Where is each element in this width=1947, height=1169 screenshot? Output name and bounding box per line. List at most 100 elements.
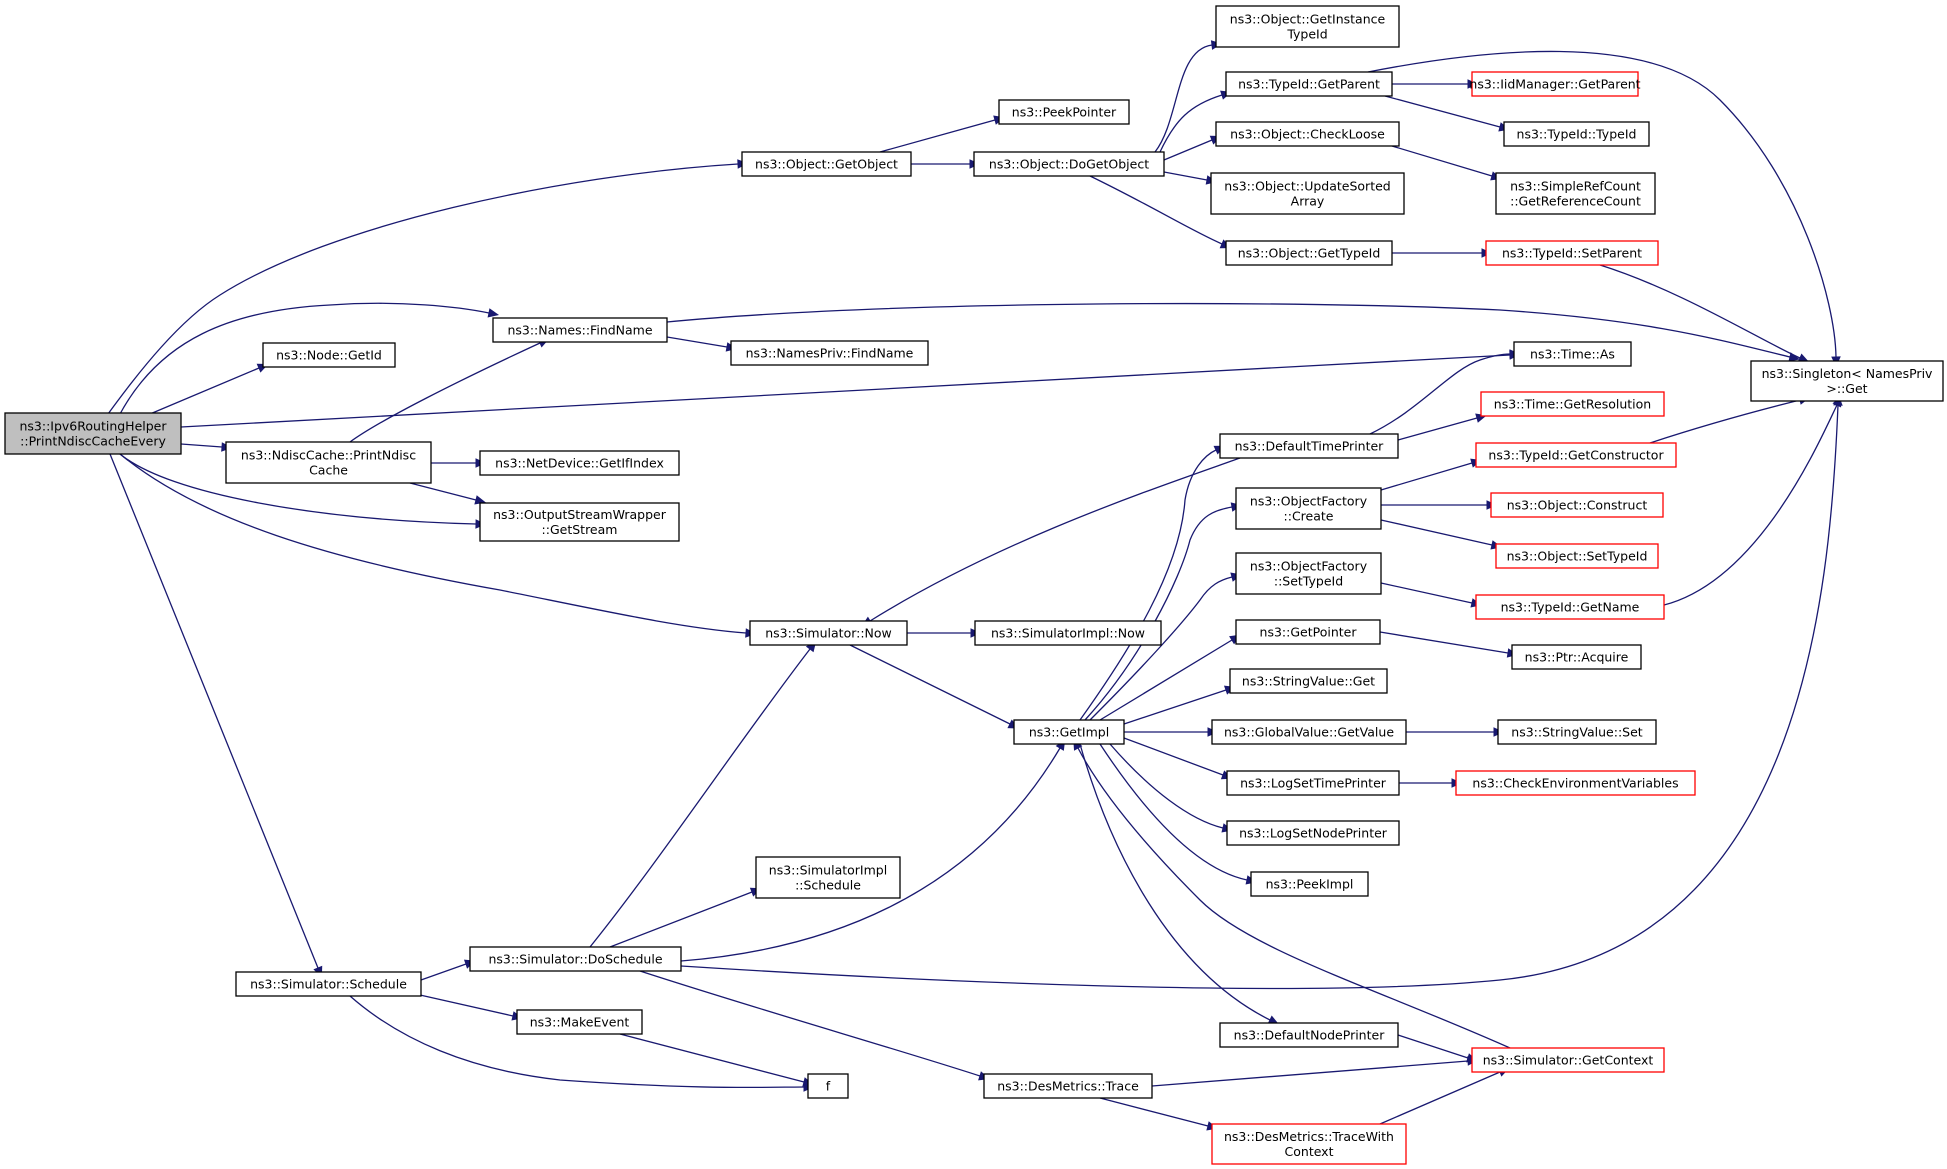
node-object-settypeid[interactable]: ns3::Object::SetTypeId bbox=[1495, 543, 1659, 569]
node-defaulttimeprinter[interactable]: ns3::DefaultTimePrinter bbox=[1219, 433, 1399, 459]
edge-ndisccache_print-to-outputstream_getstream bbox=[409, 482, 486, 505]
node-defaultnodeprinter[interactable]: ns3::DefaultNodePrinter bbox=[1219, 1022, 1399, 1048]
node-simulator-now[interactable]: ns3::Simulator::Now bbox=[749, 620, 908, 646]
node-object-construct[interactable]: ns3::Object::Construct bbox=[1490, 492, 1664, 518]
node-getpointer[interactable]: ns3::GetPointer bbox=[1235, 619, 1381, 645]
node-label-line: ns3::DefaultTimePrinter bbox=[1235, 439, 1385, 454]
edge-line bbox=[1109, 743, 1224, 829]
node-label-line: ns3::TypeId::GetName bbox=[1501, 600, 1640, 615]
edge-line bbox=[1099, 1097, 1209, 1127]
node-label-line: ns3::DefaultNodePrinter bbox=[1234, 1028, 1386, 1043]
node-makeevent[interactable]: ns3::MakeEvent bbox=[516, 1009, 643, 1035]
node-globalvalue-getvalue[interactable]: ns3::GlobalValue::GetValue bbox=[1211, 719, 1407, 745]
node-label-line: ns3::StringValue::Get bbox=[1242, 674, 1375, 689]
node-checkloose[interactable]: ns3::Object::CheckLoose bbox=[1215, 121, 1400, 147]
node-typeid-getname[interactable]: ns3::TypeId::GetName bbox=[1475, 594, 1665, 620]
node-object-gettypeid[interactable]: ns3::Object::GetTypeId bbox=[1225, 240, 1393, 266]
node-box bbox=[1497, 719, 1657, 745]
node-box bbox=[1511, 644, 1642, 670]
edge-root-to-simulator_schedule bbox=[109, 453, 323, 978]
node-label-line: ::SetTypeId bbox=[1274, 574, 1343, 589]
node-box bbox=[1225, 71, 1393, 97]
node-f[interactable]: f bbox=[807, 1073, 849, 1099]
node-ndisccache-print[interactable]: ns3::NdiscCache::PrintNdiscCache bbox=[225, 441, 432, 484]
node-box bbox=[1495, 172, 1656, 215]
node-iidmanager-getparent[interactable]: ns3::IidManager::GetParent bbox=[1469, 71, 1641, 97]
node-box bbox=[492, 317, 668, 343]
node-box bbox=[1490, 492, 1664, 518]
edge-line bbox=[1079, 449, 1217, 721]
edge-line bbox=[589, 648, 811, 948]
edge-line bbox=[107, 163, 739, 415]
node-names-findname[interactable]: ns3::Names::FindName bbox=[492, 317, 668, 343]
edge-line bbox=[1089, 576, 1233, 721]
node-label-line: ns3::DesMetrics::TraceWith bbox=[1224, 1129, 1394, 1144]
node-label-line: Cache bbox=[309, 463, 348, 478]
node-namespriv-findname[interactable]: ns3::NamesPriv::FindName bbox=[730, 340, 929, 366]
node-box bbox=[1226, 820, 1400, 846]
node-box bbox=[1226, 770, 1400, 796]
edge-root-to-getobject bbox=[107, 159, 749, 415]
node-ptr-acquire[interactable]: ns3::Ptr::Acquire bbox=[1511, 644, 1642, 670]
edge-simulator_doschedule-to-desmetrics_trace bbox=[639, 970, 990, 1081]
node-root[interactable]: ns3::Ipv6RoutingHelper::PrintNdiscCacheE… bbox=[4, 412, 182, 455]
node-desmetrics-trace[interactable]: ns3::DesMetrics::Trace bbox=[983, 1073, 1153, 1099]
node-box bbox=[1471, 71, 1639, 97]
node-checkenvvars[interactable]: ns3::CheckEnvironmentVariables bbox=[1455, 770, 1696, 796]
node-typeid-typeid[interactable]: ns3::TypeId::TypeId bbox=[1503, 121, 1650, 147]
node-netdevice-getifindex[interactable]: ns3::NetDevice::GetIfIndex bbox=[479, 450, 680, 476]
edge-typeid_getparent-to-typeid_typeid bbox=[1384, 95, 1510, 132]
node-label-line: ns3::GetImpl bbox=[1029, 725, 1109, 740]
edge-simulator_doschedule-to-simulatorimpl_schedule bbox=[609, 887, 762, 948]
node-getimpl[interactable]: ns3::GetImpl bbox=[1013, 719, 1125, 745]
edge-line bbox=[1163, 171, 1208, 181]
edge-desmetrics_tracewithcontext-to-simulator_getcontext bbox=[1379, 1067, 1510, 1125]
node-logsetnodeprinter[interactable]: ns3::LogSetNodePrinter bbox=[1226, 820, 1400, 846]
node-typeid-getparent[interactable]: ns3::TypeId::GetParent bbox=[1225, 71, 1393, 97]
node-stringvalue-set[interactable]: ns3::StringValue::Set bbox=[1497, 719, 1657, 745]
node-objectfactory-settypeid[interactable]: ns3::ObjectFactory::SetTypeId bbox=[1235, 552, 1382, 595]
node-getobject[interactable]: ns3::Object::GetObject bbox=[741, 151, 912, 177]
node-time-as[interactable]: ns3::Time::As bbox=[1513, 341, 1632, 367]
node-label-line: ::GetStream bbox=[542, 522, 618, 537]
node-simulator-getcontext[interactable]: ns3::Simulator::GetContext bbox=[1471, 1047, 1665, 1073]
node-simulator-doschedule[interactable]: ns3::Simulator::DoSchedule bbox=[469, 946, 682, 972]
node-typeid-getconstructor[interactable]: ns3::TypeId::GetConstructor bbox=[1475, 442, 1677, 468]
node-singleton-get[interactable]: ns3::Singleton< NamesPriv >::Get bbox=[1750, 360, 1944, 402]
node-label-line: ns3::Simulator::Schedule bbox=[250, 977, 407, 992]
edge-line bbox=[1099, 743, 1248, 881]
edge-line bbox=[1379, 1071, 1501, 1125]
node-time-getresolution[interactable]: ns3::Time::GetResolution bbox=[1480, 391, 1665, 417]
edge-line bbox=[639, 970, 981, 1077]
node-stringvalue-get[interactable]: ns3::StringValue::Get bbox=[1229, 668, 1388, 694]
node-label-line: ns3::NdiscCache::PrintNdisc bbox=[241, 448, 416, 463]
node-typeid-setparent[interactable]: ns3::TypeId::SetParent bbox=[1485, 240, 1659, 266]
node-simulatorimpl-schedule[interactable]: ns3::SimulatorImpl::Schedule bbox=[755, 856, 901, 899]
node-simplerefcount[interactable]: ns3::SimpleRefCount::GetReferenceCount bbox=[1495, 172, 1656, 215]
node-logsettimeprinter[interactable]: ns3::LogSetTimePrinter bbox=[1226, 770, 1400, 796]
edge-simulator_schedule-to-makeevent bbox=[419, 994, 524, 1021]
node-label-line: f bbox=[826, 1079, 831, 1094]
node-objectfactory-create[interactable]: ns3::ObjectFactory::Create bbox=[1235, 487, 1382, 530]
node-label-line: ns3::SimulatorImpl::Now bbox=[991, 626, 1145, 641]
node-label-line: ns3::GetPointer bbox=[1260, 625, 1358, 640]
node-outputstream-getstream[interactable]: ns3::OutputStreamWrapper::GetStream bbox=[479, 502, 680, 542]
edge-line bbox=[180, 443, 223, 448]
node-box bbox=[1219, 1022, 1399, 1048]
node-peekpointer[interactable]: ns3::PeekPointer bbox=[998, 99, 1130, 125]
edge-line bbox=[1077, 747, 1511, 1049]
edge-line bbox=[609, 891, 753, 948]
node-dogetobject[interactable]: ns3::Object::DoGetObject bbox=[973, 151, 1165, 177]
node-node-getid[interactable]: ns3::Node::GetId bbox=[262, 342, 396, 368]
node-box bbox=[1229, 668, 1388, 694]
edge-line bbox=[119, 302, 490, 415]
node-box bbox=[1513, 341, 1632, 367]
node-simulatorimpl-now[interactable]: ns3::SimulatorImpl::Now bbox=[974, 620, 1162, 646]
edge-simulator_doschedule-to-getimpl bbox=[680, 739, 1066, 962]
node-simulator-schedule[interactable]: ns3::Simulator::Schedule bbox=[235, 971, 422, 997]
node-peekimpl[interactable]: ns3::PeekImpl bbox=[1250, 871, 1369, 897]
edge-getimpl-to-defaulttimeprinter bbox=[1079, 445, 1226, 721]
